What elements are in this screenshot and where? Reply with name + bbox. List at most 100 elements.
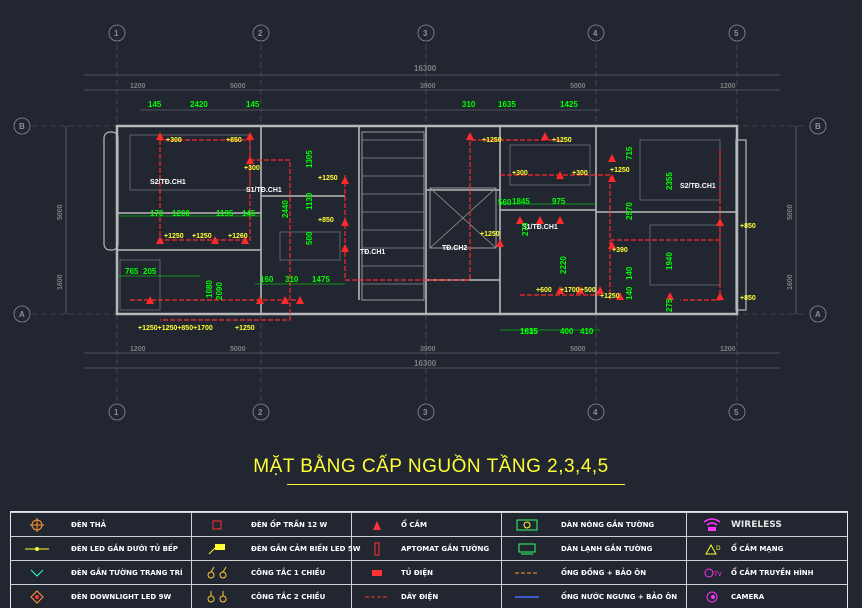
green-dim: 1845 xyxy=(512,197,530,206)
dim-top-seg-text: 5000 xyxy=(230,83,246,90)
green-dim: 2440 xyxy=(281,200,290,218)
grid-bubble xyxy=(728,403,746,421)
legend-label: ĐÈN THẢ xyxy=(71,521,106,529)
wire-route xyxy=(500,174,611,300)
green-dim: 1080 xyxy=(205,280,214,298)
green-dim: 715 xyxy=(625,146,634,160)
socket-symbol xyxy=(496,239,504,247)
dim-bottom-seg-text: 1200 xyxy=(130,346,146,353)
tv-socket-icon: TV xyxy=(700,566,724,580)
socket-symbol xyxy=(556,216,564,224)
legend-label: TỦ ĐIỆN xyxy=(401,569,434,577)
dim-top-total-text: 16300 xyxy=(414,64,437,73)
drawing-title-text: MẶT BẰNG CẤP NGUỒN TẦNG 2,3,4,5 xyxy=(253,456,609,477)
grid-label-3: 3 xyxy=(423,408,428,417)
green-dim: 975 xyxy=(552,197,566,206)
dim-side-left: 5000 xyxy=(57,204,64,220)
green-dim: 1475 xyxy=(312,275,330,284)
grid-bubble xyxy=(252,403,270,421)
grid-bubble xyxy=(13,117,31,135)
green-dim: 1195 xyxy=(216,209,234,218)
room-label: TĐ.CH1 xyxy=(360,249,385,256)
switch-2way-icon xyxy=(205,590,229,604)
green-dim: 270 xyxy=(521,222,530,236)
green-dim: 145 xyxy=(242,209,256,218)
note-label: +1250 xyxy=(480,231,500,238)
green-dim: 1635 xyxy=(520,327,538,336)
dim-top-small-text: 310 xyxy=(462,100,476,109)
socket-symbol xyxy=(296,296,304,304)
note-label: +1250 xyxy=(482,137,502,144)
drawing-title: MẶT BẰNG CẤP NGUỒN TẦNG 2,3,4,5 xyxy=(0,456,862,485)
grid-bubble xyxy=(728,24,746,42)
socket-symbol xyxy=(716,218,724,226)
grid-bubble xyxy=(108,24,126,42)
furniture xyxy=(649,224,721,286)
green-dim: 400 xyxy=(560,327,574,336)
room-label: S2/TĐ.CH1 xyxy=(680,183,716,190)
legend-label: WIRELESS xyxy=(731,520,782,530)
note-label: +600 xyxy=(536,287,552,294)
green-dim: 140 xyxy=(625,286,634,300)
note-label: +300 xyxy=(244,165,260,172)
note-label: +1250 xyxy=(235,325,255,332)
green-dim: 1615 xyxy=(520,327,538,336)
copper-pipe-icon xyxy=(515,566,539,580)
note-label: +850 xyxy=(740,295,756,302)
balcony-left xyxy=(103,131,119,251)
panel-icon xyxy=(365,566,389,580)
socket-symbol xyxy=(156,132,164,140)
green-dim: 2090 xyxy=(215,282,224,300)
green-dim: 2220 xyxy=(559,256,568,274)
dim-top-seg-text: 1200 xyxy=(130,83,146,90)
socket-icon xyxy=(365,518,389,532)
dim-bottom-seg-text: 1200 xyxy=(720,346,736,353)
elevator xyxy=(429,187,497,249)
socket-symbol xyxy=(146,296,154,304)
socket-symbol xyxy=(596,286,604,294)
green-dim: 500 xyxy=(305,231,314,245)
socket-symbol xyxy=(341,218,349,226)
socket-symbol xyxy=(246,132,254,140)
grid-label-A: A xyxy=(815,310,821,319)
downlight-icon xyxy=(25,590,49,604)
grid-label-B: B xyxy=(815,122,821,131)
socket-symbol xyxy=(536,216,544,224)
title-underline xyxy=(287,484,625,485)
grid-label-1: 1 xyxy=(114,408,119,417)
legend-label: Ổ CẮM MẠNG xyxy=(731,545,784,553)
grid-label-B: B xyxy=(19,122,25,131)
grid-label-5: 5 xyxy=(734,29,739,38)
balcony-right xyxy=(735,139,747,311)
green-dim: 1130 xyxy=(305,192,314,210)
dim-top-small-text: 145 xyxy=(246,100,260,109)
note-label: +1250+1250+850+1700 xyxy=(138,325,213,332)
dim-bottom-seg-text: 3900 xyxy=(420,346,436,353)
furniture xyxy=(279,231,341,261)
room-label: S2/TĐ.CH1 xyxy=(150,179,186,186)
dim-top-small-text: 1635 xyxy=(498,100,516,109)
legend-label: Ổ CẮM xyxy=(401,521,427,529)
socket-symbol xyxy=(616,292,624,300)
dim-bottom-seg-text: 5000 xyxy=(230,346,246,353)
wall-lamp-icon xyxy=(25,566,49,580)
socket-symbol xyxy=(466,132,474,140)
legend-label: ĐÈN GẮN TƯỜNG TRANG TRÍ xyxy=(71,569,183,577)
socket-symbol xyxy=(541,132,549,140)
camera-icon xyxy=(700,590,724,604)
socket-symbol xyxy=(156,236,164,244)
outer-wall xyxy=(115,124,739,316)
room-label: S1/TĐ.CH1 xyxy=(522,224,558,231)
note-label: +1250 xyxy=(552,137,572,144)
wire-route xyxy=(160,159,291,321)
grid-label-3: 3 xyxy=(423,29,428,38)
grid-label-5: 5 xyxy=(734,408,739,417)
green-dim: 2570 xyxy=(625,202,634,220)
note-label: +1700 xyxy=(560,287,580,294)
socket-symbol xyxy=(516,216,524,224)
dim-top-seg-text: 3900 xyxy=(420,83,436,90)
